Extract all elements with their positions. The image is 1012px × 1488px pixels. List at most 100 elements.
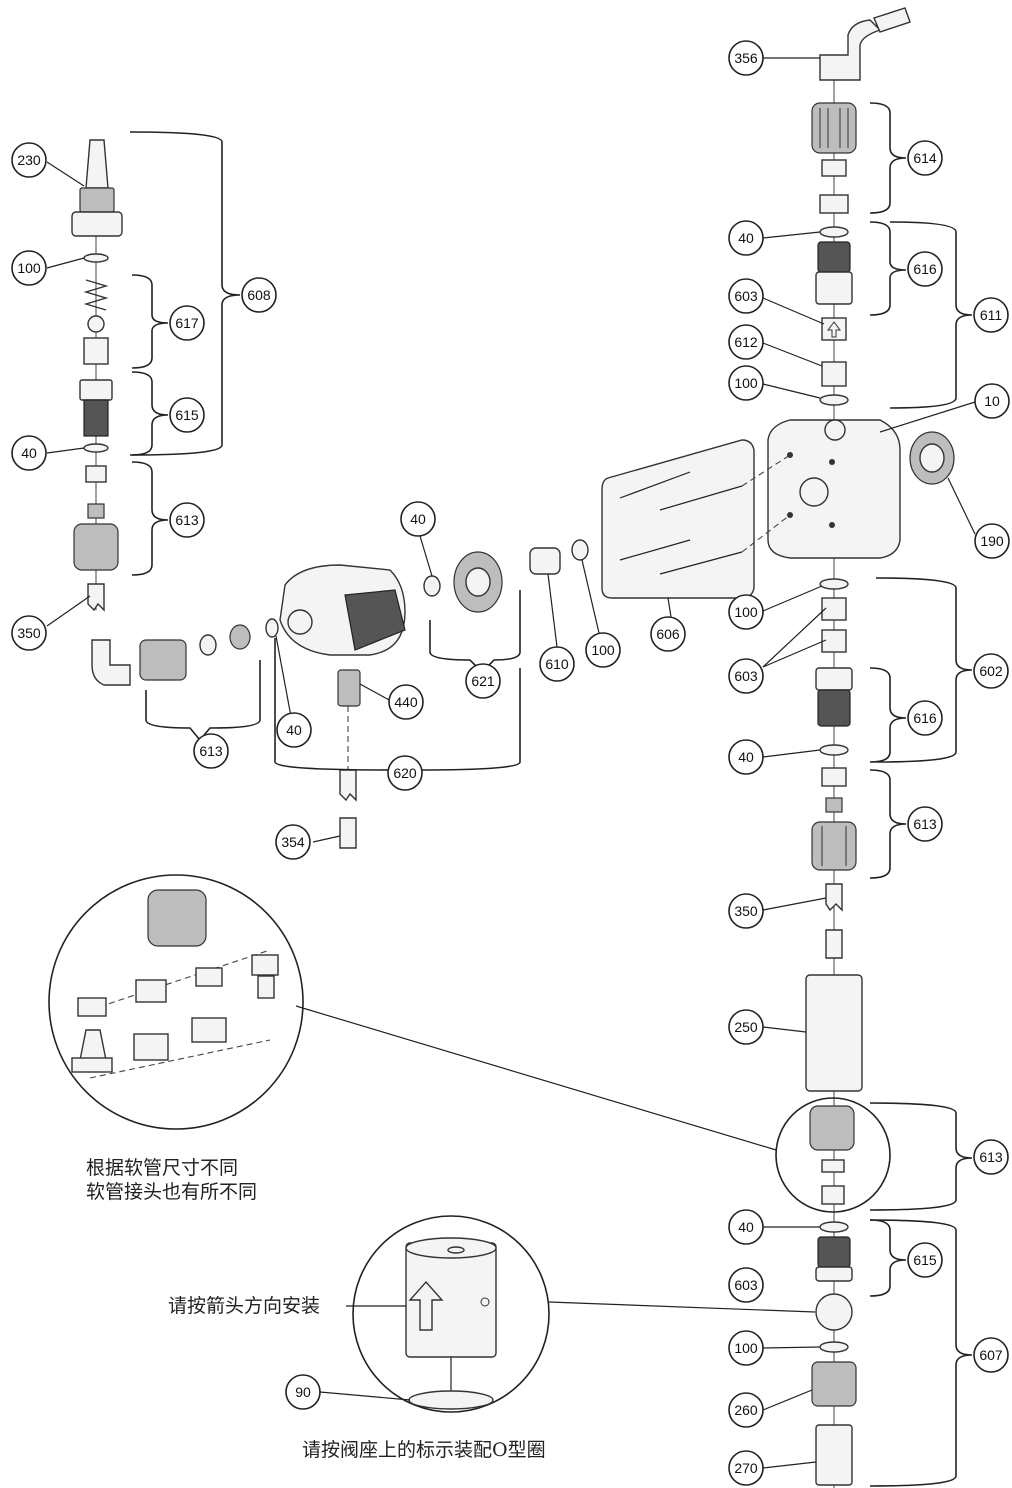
svg-text:612: 612 (734, 334, 758, 350)
svg-text:40: 40 (738, 1219, 754, 1235)
callout-616: 616 (907, 700, 943, 736)
svg-text:615: 615 (913, 1252, 937, 1268)
svg-text:440: 440 (394, 694, 418, 710)
svg-text:610: 610 (545, 656, 569, 672)
svg-text:40: 40 (286, 722, 302, 738)
svg-text:260: 260 (734, 1402, 758, 1418)
svg-text:10: 10 (984, 393, 1000, 409)
callout-621: 621 (465, 663, 501, 699)
svg-text:620: 620 (393, 765, 417, 781)
callout-613: 613 (907, 806, 943, 842)
callout-613: 613 (169, 502, 205, 538)
callout-603: 603 (728, 278, 764, 314)
svg-text:603: 603 (734, 1277, 758, 1293)
svg-text:621: 621 (471, 673, 495, 689)
svg-text:617: 617 (175, 315, 199, 331)
callout-603: 603 (728, 1267, 764, 1303)
svg-text:100: 100 (591, 642, 615, 658)
callout-40: 40 (728, 739, 764, 775)
callout-356: 356 (728, 40, 764, 76)
callout-350: 350 (728, 893, 764, 929)
svg-text:40: 40 (21, 445, 37, 461)
svg-text:613: 613 (979, 1149, 1003, 1165)
center-assembly (91, 539, 589, 849)
callout-100: 100 (728, 365, 764, 401)
callout-612: 612 (728, 324, 764, 360)
callout-350: 350 (11, 615, 47, 651)
svg-text:100: 100 (734, 375, 758, 391)
svg-text:100: 100 (734, 604, 758, 620)
callout-608: 608 (241, 277, 277, 313)
fitting-note-line1: 根据软管尺寸不同 (86, 1157, 239, 1179)
callouts: 356 614 40 616 603 611 612 100 10 190 23… (11, 40, 1010, 1486)
callout-230: 230 (11, 142, 47, 178)
callout-40: 40 (11, 435, 47, 471)
svg-text:356: 356 (734, 50, 758, 66)
callout-440: 440 (388, 684, 424, 720)
callout-607: 607 (973, 1337, 1009, 1373)
svg-text:270: 270 (734, 1460, 758, 1476)
callout-615: 615 (907, 1242, 943, 1278)
callout-40: 40 (276, 712, 312, 748)
callout-614: 614 (907, 140, 943, 176)
callout-100: 100 (11, 250, 47, 286)
callout-40: 40 (728, 220, 764, 256)
callout-40: 40 (400, 501, 436, 537)
mounting-plate (601, 439, 791, 599)
callout-615: 615 (169, 397, 205, 433)
callout-100: 100 (728, 1330, 764, 1366)
callout-354: 354 (275, 824, 311, 860)
svg-text:603: 603 (734, 288, 758, 304)
svg-text:350: 350 (17, 625, 41, 641)
svg-text:603: 603 (734, 668, 758, 684)
svg-text:613: 613 (913, 816, 937, 832)
callout-606: 606 (650, 616, 686, 652)
svg-text:615: 615 (175, 407, 199, 423)
svg-text:607: 607 (979, 1347, 1003, 1363)
callout-260: 260 (728, 1392, 764, 1428)
svg-text:606: 606 (656, 626, 680, 642)
arrow-direction-note: 请按箭头方向安装 (168, 1295, 321, 1317)
callout-616: 616 (907, 251, 943, 287)
svg-text:616: 616 (913, 261, 937, 277)
callout-620: 620 (387, 755, 423, 791)
callout-270: 270 (728, 1450, 764, 1486)
svg-text:230: 230 (17, 152, 41, 168)
callout-10: 10 (974, 383, 1010, 419)
svg-text:613: 613 (199, 743, 223, 759)
svg-text:616: 616 (913, 710, 937, 726)
svg-text:602: 602 (979, 663, 1003, 679)
callout-190: 190 (974, 523, 1010, 559)
callout-613: 613 (193, 733, 229, 769)
callout-100: 100 (585, 632, 621, 668)
callout-100: 100 (728, 594, 764, 630)
callout-617: 617 (169, 305, 205, 341)
svg-text:613: 613 (175, 512, 199, 528)
oring-assembly-note: 请按阀座上的标示装配O型圈 (302, 1439, 546, 1461)
svg-text:90: 90 (295, 1384, 311, 1400)
svg-text:40: 40 (738, 749, 754, 765)
callout-613: 613 (973, 1139, 1009, 1175)
callout-610: 610 (539, 646, 575, 682)
svg-text:250: 250 (734, 1019, 758, 1035)
callout-40: 40 (728, 1209, 764, 1245)
braces (129, 102, 973, 1487)
svg-text:354: 354 (281, 834, 305, 850)
valve-arrow-zoom (352, 1215, 816, 1413)
svg-text:100: 100 (17, 260, 41, 276)
callout-611: 611 (973, 297, 1009, 333)
callout-250: 250 (728, 1009, 764, 1045)
fitting-note-line2: 软管接头也有所不同 (86, 1181, 258, 1203)
leader-lines (46, 57, 976, 1469)
svg-text:40: 40 (738, 230, 754, 246)
svg-text:611: 611 (980, 307, 1003, 323)
callout-603: 603 (728, 658, 764, 694)
svg-text:350: 350 (734, 903, 758, 919)
svg-text:190: 190 (980, 533, 1004, 549)
callout-90: 90 (285, 1374, 321, 1410)
left-assembly (71, 139, 123, 612)
callout-602: 602 (973, 653, 1009, 689)
svg-text:608: 608 (247, 287, 271, 303)
fitting-options-zoom (48, 874, 777, 1151)
